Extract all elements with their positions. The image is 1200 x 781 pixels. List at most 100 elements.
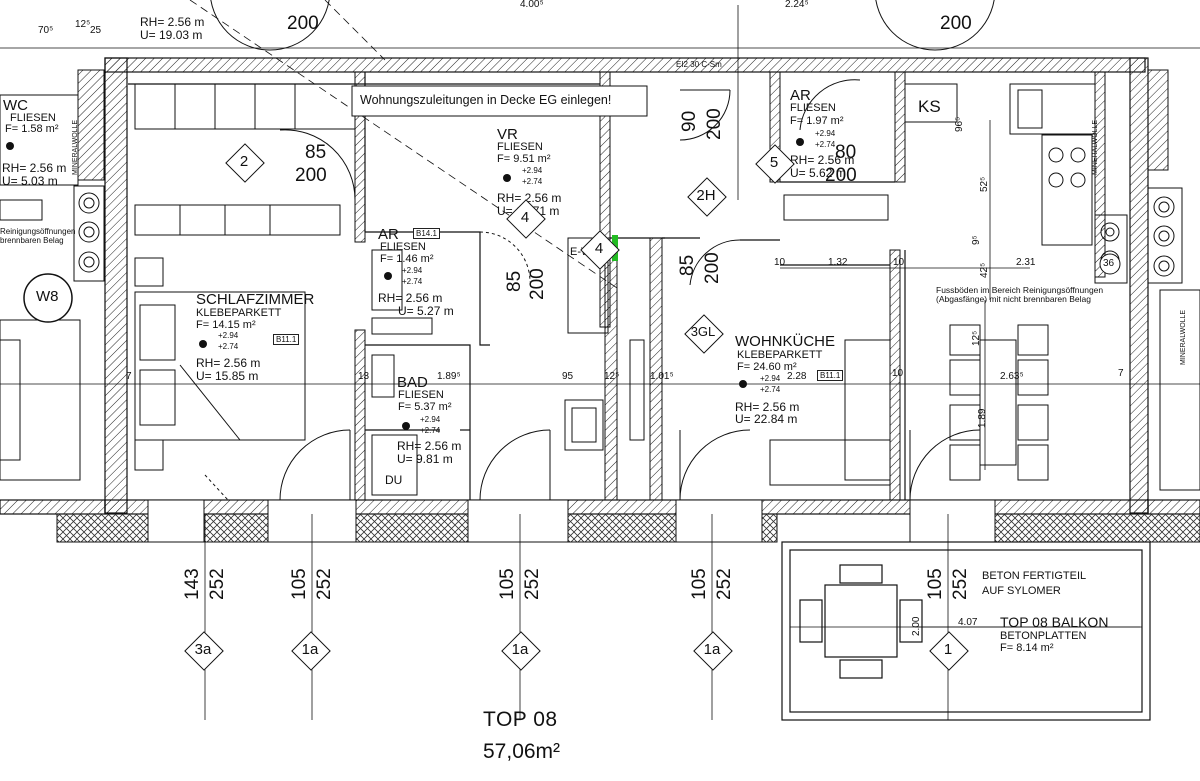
code-b11-1-left: B11.1 xyxy=(273,334,300,345)
balkon-finish: BETONPLATTEN xyxy=(1000,630,1087,642)
chimney-36-label: 36 xyxy=(1103,258,1115,269)
bad-finish: FLIESEN xyxy=(398,389,444,401)
ar2-level-2: +2.74 xyxy=(815,140,836,149)
ks-label: KS xyxy=(918,97,941,116)
door-tag-2h-label: 2H xyxy=(696,187,716,204)
wall-dim-2: 1.89⁵ xyxy=(437,371,461,382)
wc-area: F= 1.58 m² xyxy=(5,123,59,135)
window-dim-2-height: 252 xyxy=(314,568,335,600)
window-dim-1-height: 252 xyxy=(207,568,228,600)
bad-level-1: +2.94 xyxy=(420,415,441,424)
vr-finish: FLIESEN xyxy=(497,141,543,153)
wall-dim-19: 12⁵ xyxy=(75,19,91,30)
wohnkueche-finish: KLEBEPARKETT xyxy=(737,349,823,361)
window-tag-1a-2-label: 1a xyxy=(511,641,529,658)
unit-total-area: 57,06m² xyxy=(483,740,561,763)
wall-dim-23: 9⁵ xyxy=(971,235,982,245)
interior-walls xyxy=(354,71,1106,501)
wall-dim-1: 7 xyxy=(126,371,132,382)
door-swings xyxy=(204,79,981,501)
vr-level-1: +2.94 xyxy=(522,166,543,175)
door-dim-4-height: 200 xyxy=(702,252,723,284)
window-dim-1-width: 143 xyxy=(182,568,203,600)
ar2-rh: RH= 2.56 m xyxy=(790,153,855,167)
schlafzimmer-level-2: +2.74 xyxy=(218,342,239,351)
wall-dim-13: 10 xyxy=(893,257,905,268)
wall-dim-10: 2.63⁵ xyxy=(1000,371,1024,382)
window-dim-3-width: 105 xyxy=(497,568,518,600)
floor-note-line-2: (Abgasfänge) mit nicht brennbaren Belag xyxy=(936,294,1091,304)
balcony-spec-2: AUF SYLOMER xyxy=(982,585,1061,597)
top-rh: RH= 2.56 m xyxy=(140,15,205,29)
wall-dim-14: 2.31 xyxy=(1016,257,1036,268)
top-circle-right xyxy=(875,0,995,51)
wohnkueche-name: WOHNKÜCHE xyxy=(735,333,835,350)
chimney-36-circle xyxy=(1099,253,1121,275)
bad-name: BAD xyxy=(397,374,428,391)
schlafzimmer-rh: RH= 2.56 m xyxy=(196,356,261,370)
window-dim-5-width: 105 xyxy=(925,568,946,600)
door-tag-2-label: 2 xyxy=(239,153,249,170)
schlafzimmer-area: F= 14.15 m² xyxy=(196,319,256,331)
top-u: U= 19.03 m xyxy=(140,28,203,42)
unit-title: TOP 08 xyxy=(483,708,558,731)
exterior-walls xyxy=(0,57,1200,515)
wc-u: U= 5.03 m xyxy=(2,174,58,188)
door-dim-3-height: 200 xyxy=(825,165,857,186)
ar1-name: AR xyxy=(378,226,399,243)
wall-dim-21: 4.00⁵ xyxy=(520,0,544,10)
schlafzimmer-name: SCHLAFZIMMER xyxy=(196,291,315,308)
e-w-label: E-W xyxy=(570,246,592,258)
balkon-area: F= 8.14 m² xyxy=(1000,642,1054,654)
wall-dim-5: 12⁵ xyxy=(604,371,620,382)
wc-name: WC xyxy=(3,97,28,114)
ar2-level-1: +2.94 xyxy=(815,129,836,138)
ar1-finish: FLIESEN xyxy=(380,241,426,253)
door-tag-5-label: 5 xyxy=(769,154,779,171)
ar1-area: F= 1.46 m² xyxy=(380,253,434,265)
ar1-level-2: +2.74 xyxy=(402,277,423,286)
wall-dim-15: 4.07 xyxy=(958,617,978,628)
door-dim-3-width: 80 xyxy=(835,142,857,163)
neighbor-left xyxy=(0,69,105,481)
window-openings xyxy=(147,499,996,543)
du-label: DU xyxy=(385,473,403,487)
fire-door-label: EI2 30 C-Sm xyxy=(676,60,722,69)
ar1-level-1: +2.94 xyxy=(402,266,423,275)
window-dim-4-height: 252 xyxy=(714,568,735,600)
wall-dim-17: 1.89 xyxy=(977,408,988,428)
window-dim-5-height: 252 xyxy=(950,568,971,600)
door-tag-3gl-label: 3GL xyxy=(690,324,716,339)
wall-dim-22: 2.24⁵ xyxy=(785,0,809,10)
wohnkueche-level-2: +2.74 xyxy=(760,385,781,394)
window-tag-1a-1-label: 1a xyxy=(301,641,319,658)
balcony-spec-1: BETON FERTIGTEIL xyxy=(982,570,1087,582)
vr-rh: RH= 2.56 m xyxy=(497,191,562,205)
schlafzimmer-finish: KLEBEPARKETT xyxy=(196,307,282,319)
pipe-note: Wohnungszuleitungen in Decke EG einlegen… xyxy=(360,93,612,107)
wohnkueche-u: U= 22.84 m xyxy=(735,412,798,426)
ar1-rh: RH= 2.56 m xyxy=(378,291,443,305)
door-dim-1-height: 200 xyxy=(295,165,327,186)
w8-circle xyxy=(23,273,73,323)
left-note-line-1: Reinigungsöffnungen xyxy=(0,227,76,236)
door-dim-4-width: 85 xyxy=(677,254,698,276)
neighbor-right xyxy=(1147,69,1200,491)
w8-label: W8 xyxy=(36,288,59,305)
schlafzimmer-u: U= 15.85 m xyxy=(196,369,259,383)
door-tag-4b-label: 4 xyxy=(594,240,604,257)
window-dim-2-width: 105 xyxy=(289,568,310,600)
window-tag-1a-3-label: 1a xyxy=(703,641,721,658)
wc-rh: RH= 2.56 m xyxy=(2,161,67,175)
door-dim-2-width: 90 xyxy=(679,110,700,132)
mineralwolle-left: MINERALWOLLE xyxy=(72,119,79,175)
bad-area: F= 5.37 m² xyxy=(398,401,452,413)
balkon-name: TOP 08 BALKON xyxy=(1000,614,1109,630)
vr-area: F= 9.51 m² xyxy=(497,153,551,165)
mineralwolle-far-right: MINERALWOLLE xyxy=(1180,309,1187,365)
door-dim-5-height: 200 xyxy=(527,268,548,300)
mineralwolle-right: MINERALWOLLE xyxy=(1092,119,1099,175)
code-b14-1: B14.1 xyxy=(413,228,440,239)
wall-dim-6: 1.01⁵ xyxy=(650,371,674,382)
wall-dim-24: 52⁵ xyxy=(979,176,990,192)
